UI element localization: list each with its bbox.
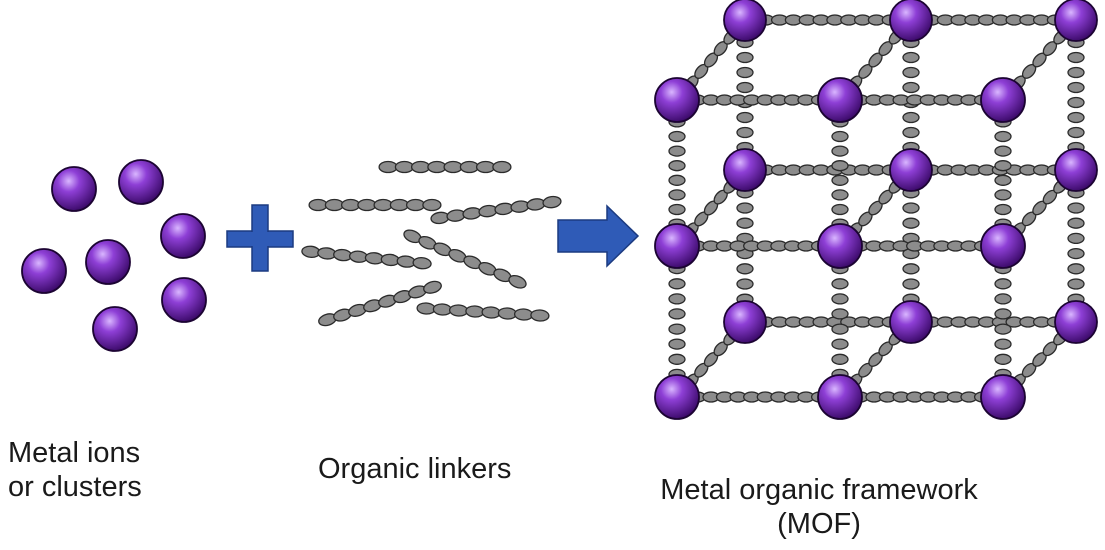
organic-linker [308,198,442,212]
organic-linker [403,229,527,289]
mof-caption-line1: Metal organic framework [660,474,978,506]
metal-ions-caption-line1: Metal ions [8,437,141,469]
front-layer-bond [838,391,1005,403]
framework-node-front [654,374,700,420]
back-layer-bond [909,14,1078,26]
organic-linker [430,195,562,225]
framework-node-front [980,374,1026,420]
metal-ion-sphere [92,306,138,352]
front-layer-bond [668,247,686,396]
arrow-right-icon [557,204,640,268]
framework-node-back [889,148,933,192]
metal-ion-sphere [161,277,207,323]
metal-ion-sphere [160,213,206,259]
organic-linker [378,160,512,174]
metal-ions-group [21,159,207,352]
organic-linkers-caption: Organic linkers [318,452,511,486]
framework-node-back [1054,148,1098,192]
plus-icon [226,204,294,272]
organic-linker [416,302,550,322]
metal-ion-sphere [118,159,164,205]
framework-node-front [980,77,1026,123]
metal-ion-sphere [21,248,67,294]
back-layer-bond [909,316,1078,328]
framework-bonds-group [668,14,1085,403]
organic-linker [318,280,442,327]
framework-node-front [980,223,1026,269]
back-layer-bond [1067,21,1085,169]
framework-node-front [817,374,863,420]
organic-linker [301,245,432,270]
framework-nodes-group [654,0,1098,420]
organic-linkers-caption-text: Organic linkers [318,453,512,485]
back-layer-bond [743,316,913,328]
framework-node-back [723,0,767,42]
framework-node-back [1054,0,1098,42]
back-layer-bond [909,164,1078,176]
framework-node-back [889,300,933,344]
front-layer-bond [675,391,842,403]
front-layer-bond [675,240,842,252]
metal-ions-caption-line2: or clusters [8,471,142,503]
mof-caption: Metal organic framework (MOF) [624,473,1014,541]
framework-node-front [817,77,863,123]
metal-ion-sphere [85,239,131,285]
metal-ion-sphere [51,166,97,212]
framework-node-front [654,223,700,269]
organic-linkers-group [301,160,562,327]
framework-node-back [723,300,767,344]
metal-ions-caption: Metal ions or clusters [8,436,142,504]
framework-node-back [889,0,933,42]
framework-node-back [723,148,767,192]
front-layer-bond [838,94,1005,106]
framework-node-back [1054,300,1098,344]
front-layer-bond [668,101,686,245]
back-layer-bond [743,14,913,26]
framework-node-front [817,223,863,269]
back-layer-bond [743,164,913,176]
framework-node-front [654,77,700,123]
back-layer-bond [1067,171,1085,321]
front-layer-bond [675,94,842,106]
front-layer-bond [838,240,1005,252]
mof-caption-line2: (MOF) [777,508,861,540]
